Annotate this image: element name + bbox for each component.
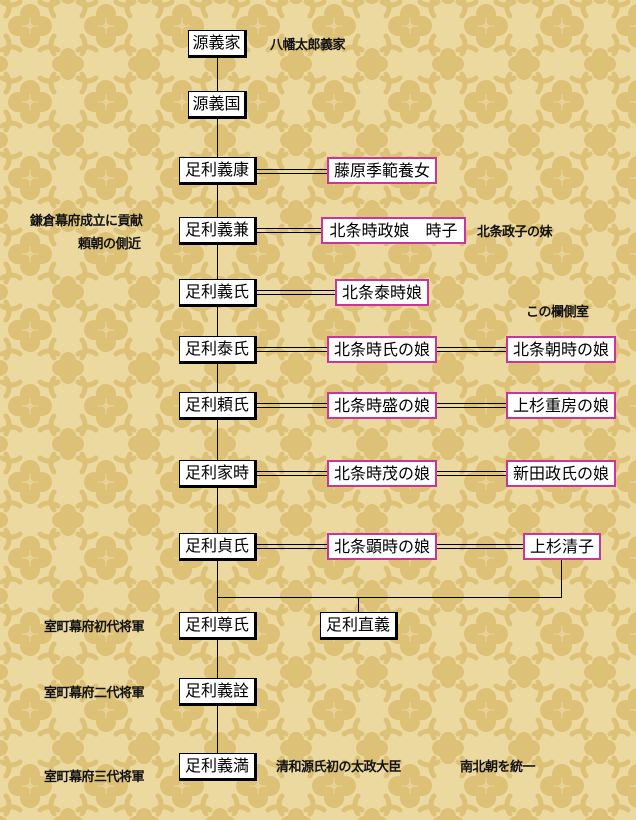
marriage-line [256,544,328,549]
legend-concubine-column: この欄側室 [526,305,589,320]
note-hachiman-taro: 八幡太郎義家 [270,38,346,53]
concubine-box[interactable]: 上杉重房の娘 [506,392,616,419]
note-unified-courts: 南北朝を統一 [460,760,536,775]
concubine-line [437,347,507,352]
person-box-minamoto-yoshikuni[interactable]: 源義国 [188,91,247,119]
person-box-minamoto-yoshiie[interactable]: 源義家 [188,30,247,58]
person-box-ashikaga-yoshiyasu[interactable]: 足利義康 [179,157,257,185]
spouse-box[interactable]: 北条顕時の娘 [327,533,437,560]
spouse-box[interactable]: 北条泰時娘 [335,279,429,306]
note-first-shogun: 室町幕府初代将軍 [44,620,145,635]
note-second-shogun: 室町幕府二代将軍 [44,686,145,701]
marriage-line [256,290,336,295]
child-branch-line [358,597,359,612]
note-kamakura-contribution: 鎌倉幕府成立に貢献 [30,214,143,229]
person-box-ashikaga-tadayoshi[interactable]: 足利直義 [320,612,398,640]
note-daijo-daijin: 清和源氏初の太政大臣 [276,760,402,775]
child-branch-line [217,597,562,598]
person-box-ashikaga-takauji[interactable]: 足利尊氏 [179,612,257,640]
marriage-line [256,347,328,352]
person-box-ashikaga-ietoki[interactable]: 足利家時 [179,460,257,488]
person-box-ashikaga-yoshiuji[interactable]: 足利義氏 [179,279,257,307]
spouse-box[interactable]: 北条時氏の娘 [327,336,437,363]
spouse-box[interactable]: 藤原季範養女 [327,157,437,184]
person-box-ashikaga-yasuuji[interactable]: 足利泰氏 [179,336,257,364]
note-yoritomo-aide: 頼朝の側近 [78,237,141,252]
marriage-line [256,228,322,233]
child-branch-line [561,558,562,597]
person-box-ashikaga-yoshimitsu[interactable]: 足利義満 [179,753,257,781]
person-box-ashikaga-yoshikane[interactable]: 足利義兼 [179,217,257,245]
concubine-line [437,403,507,408]
concubine-box[interactable]: 北条朝時の娘 [506,336,616,363]
spouse-box[interactable]: 北条時茂の娘 [327,460,437,487]
person-box-ashikaga-sadauji[interactable]: 足利貞氏 [179,533,257,561]
marriage-line [256,471,328,476]
person-box-ashikaga-yoshiakira[interactable]: 足利義詮 [179,678,257,706]
marriage-line [256,169,328,174]
marriage-line [256,403,328,408]
concubine-line [437,471,507,476]
note-masako-sister: 北条政子の妹 [477,225,553,240]
concubine-box[interactable]: 上杉清子 [523,533,601,560]
person-box-ashikaga-yoriuji[interactable]: 足利頼氏 [179,392,257,420]
spouse-box[interactable]: 北条時政娘 時子 [321,217,466,244]
spouse-box[interactable]: 北条時盛の娘 [327,392,437,419]
note-third-shogun: 室町幕府三代将軍 [44,770,145,785]
concubine-line [437,544,525,549]
concubine-box[interactable]: 新田政氏の娘 [506,460,616,487]
